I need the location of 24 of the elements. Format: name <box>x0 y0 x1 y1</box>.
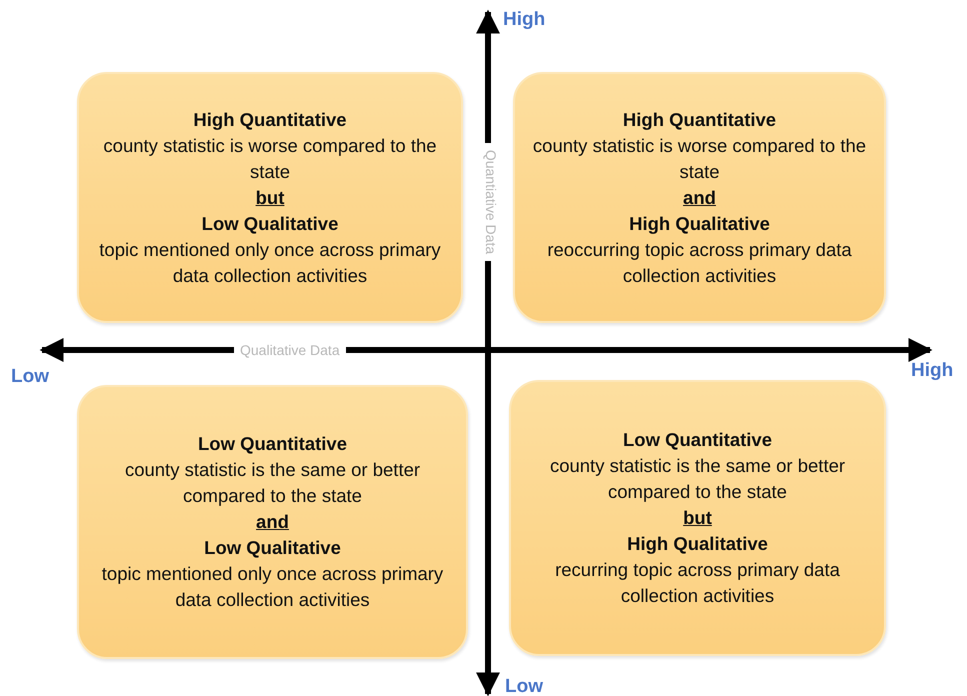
quadrant-description: topic mentioned only once across primary data collection activities <box>100 562 444 612</box>
quadrant-heading: High Quantitative <box>193 108 347 132</box>
quadrant-card <box>513 72 886 323</box>
conjunction-text: and <box>256 510 289 534</box>
quadrant-card <box>509 380 886 656</box>
axis-end-label: Low <box>505 676 543 696</box>
quadrant-heading: Low Quantitative <box>622 428 772 452</box>
conjunction-text: but <box>683 506 712 530</box>
quadrant-heading: Low Qualitative <box>202 212 338 236</box>
quadrant-heading: Low Qualitative <box>204 536 341 560</box>
quadrant-card <box>77 385 468 659</box>
quadrant-description: recurring topic across primary data collection activities <box>554 558 841 608</box>
quadrant-description: topic mentioned only once across primary data collection activities <box>98 238 442 288</box>
quadrant-card <box>77 72 463 323</box>
quadrant-heading: High Quantitative <box>622 108 776 132</box>
axis-end-label: High <box>503 9 546 31</box>
axis-end-label: Low <box>11 366 49 388</box>
conjunction-text: but <box>256 186 284 210</box>
quadrant-heading: High Qualitative <box>627 532 768 556</box>
quadrant-heading: Low Quantitative <box>198 432 348 456</box>
quadrant-heading: High Qualitative <box>629 212 770 236</box>
quadrant-description: reoccurring topic across primary data collection activities <box>546 238 853 288</box>
axis-end-label: High <box>911 360 954 382</box>
conjunction-text: and <box>683 186 716 210</box>
